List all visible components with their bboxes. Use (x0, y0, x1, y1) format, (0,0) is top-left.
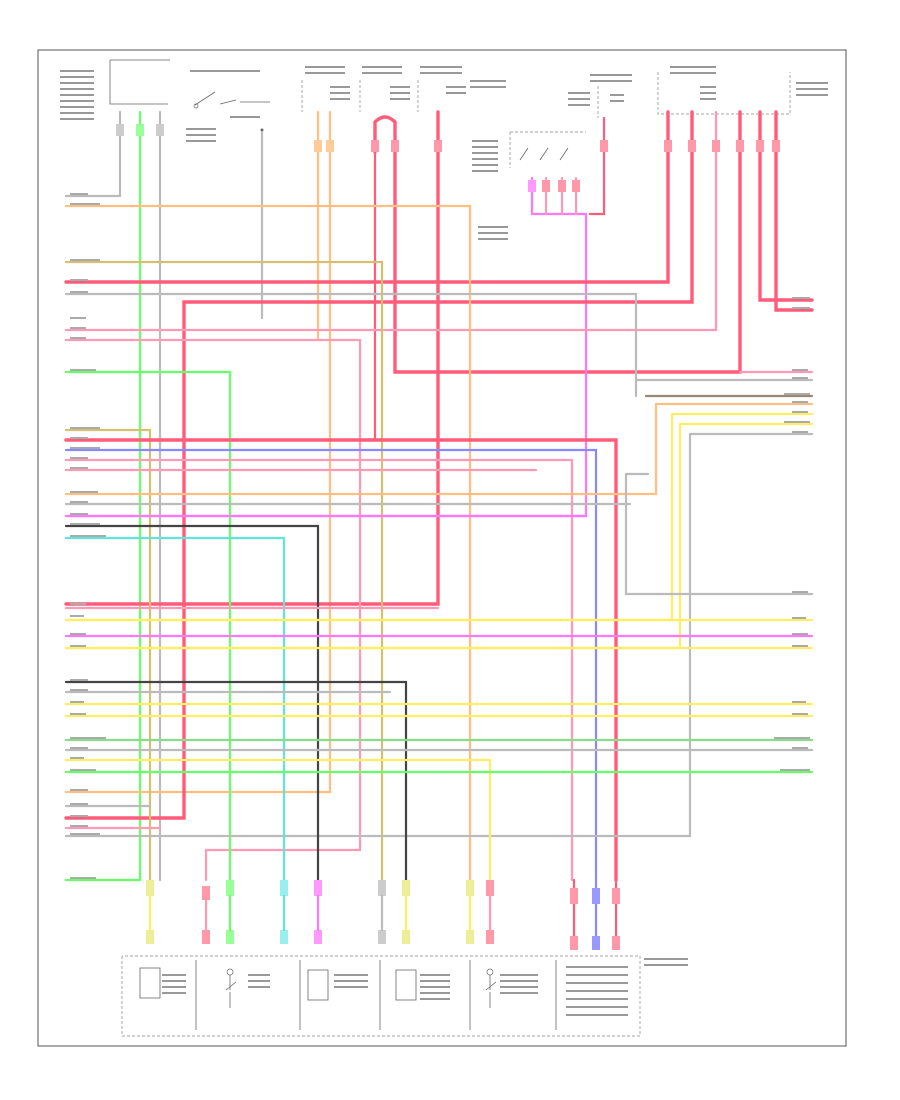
solenoid-4-symbol (395, 969, 417, 1001)
fuse-block-2 (359, 66, 410, 112)
wire-top-left-green (64, 110, 142, 882)
connector-top-right (657, 66, 828, 115)
ignition-switch-symbol (186, 70, 270, 142)
wire-harness (64, 110, 814, 950)
wire-h-teal (64, 536, 286, 882)
wire-h-dark-682 (64, 680, 408, 882)
wire-relay-violet (64, 176, 588, 518)
wire-r-orange (64, 402, 814, 496)
relay-bank (472, 131, 586, 240)
wire-h-blue (64, 448, 598, 882)
connector-pins-top (116, 124, 780, 192)
wire-r-gray-3 (624, 472, 814, 596)
wire-h-olive (64, 260, 384, 882)
module-text-blocks (162, 958, 688, 1016)
connector-top-left (109, 59, 170, 105)
wire-fuse3-red (64, 110, 440, 606)
transmission-module (121, 955, 688, 1037)
solenoid-3-symbol (307, 969, 329, 1001)
wire-h-gray (64, 292, 638, 398)
wire-fuse2-pink-loop (373, 110, 742, 374)
wire-tr-red-5 (774, 110, 814, 312)
connector-top-left-text (60, 70, 94, 120)
fuse-block-1 (301, 66, 350, 112)
sensor-1-symbol (139, 967, 161, 999)
right-wire-labels (774, 297, 810, 771)
wire-fuse1-orange-2 (64, 110, 332, 794)
bottom-drops (148, 894, 492, 932)
fuse-block-3 (417, 66, 506, 112)
wire-h-yellow-760 (64, 758, 492, 882)
wire-h-green (64, 370, 232, 882)
connector-pins-bottom (146, 880, 620, 950)
wire-r-gray-2 (64, 432, 814, 838)
wire-tr-red-4 (758, 110, 814, 302)
wire-h-pink-3 (64, 338, 362, 882)
wire-h-red-thick (64, 438, 618, 882)
diagram-border (37, 49, 847, 1047)
wire-tr-red-2 (64, 110, 694, 820)
fuse-block-4 (568, 74, 632, 118)
top-components (60, 59, 828, 240)
wire-top-left-gray (64, 110, 122, 198)
wire-tr-pink-3 (64, 110, 718, 332)
wire-h-dark (64, 524, 320, 882)
switch-2-symbol (225, 968, 237, 1008)
wire-h-olive-2 (64, 428, 152, 882)
left-wire-labels (70, 193, 106, 879)
wire-tr-red-1 (64, 110, 670, 284)
wire-h-orange-1 (64, 204, 472, 882)
wire-fuse4-red (588, 116, 606, 216)
module-outline (121, 955, 641, 1037)
switch-5-symbol (485, 968, 497, 1008)
